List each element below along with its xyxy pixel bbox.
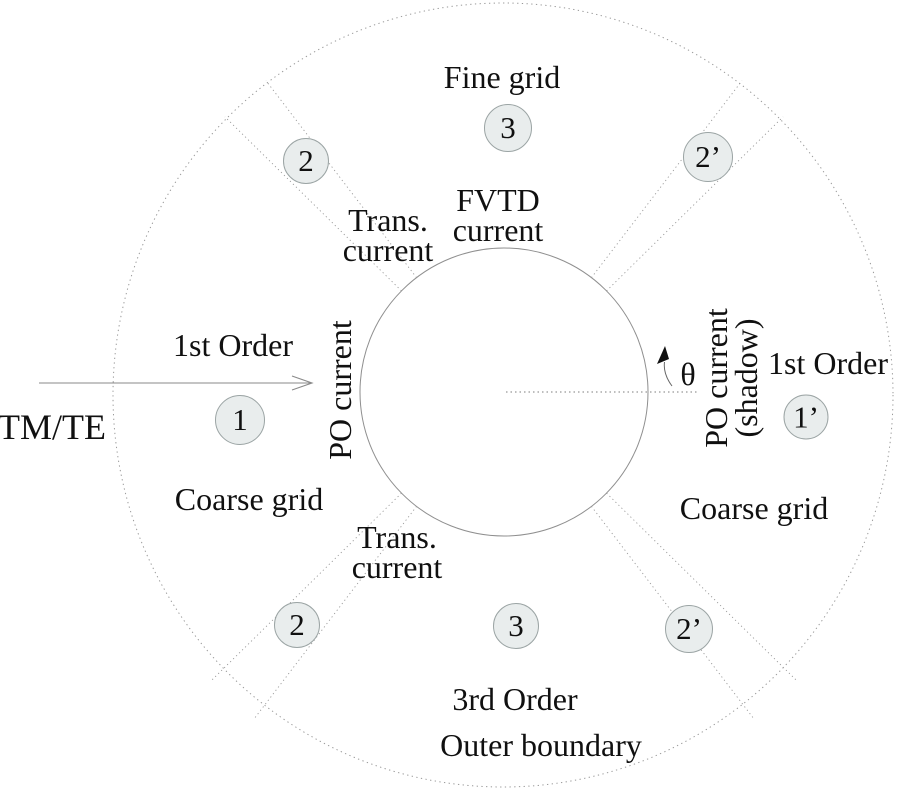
theta-label: θ [680,356,696,392]
region1-shadow-badge: 1’ [783,394,829,440]
wedge-line-upper-left-a [265,80,417,278]
trans-current-label-upper: Trans. current [342,202,434,268]
outer-boundary-circle [112,2,894,788]
wedge-line-lower-right-b [606,492,798,682]
region2-badge-lower-left: 2 [274,602,320,648]
trans-current-upper-line2: current [342,232,434,268]
po-current-shadow-label: PO current (shadow) [698,308,764,448]
theta-angle-arc [663,361,673,387]
fvtd-current-line1: FVTD [456,182,540,218]
first-order-label-left: 1st Order [173,327,293,363]
coarse-grid-label-left: Coarse grid [174,481,324,517]
wedge-line-upper-right-b [606,116,784,292]
trans-current-lower-line2: current [351,549,443,585]
incident-wave-arrowhead [291,375,314,391]
region3-badge-bottom: 3 [493,603,539,649]
fvtd-current-line2: current [452,212,544,248]
inner-interface-circle [359,247,649,537]
po-current-shadow-line1: PO current [698,308,734,448]
po-current-shadow-line2: (shadow) [728,318,764,438]
fvtd-current-label: FVTD current [452,182,544,248]
region2-badge-upper-left: 2 [283,138,329,184]
fine-grid-label: Fine grid [443,59,561,95]
wedge-line-upper-right-a [591,80,743,278]
wedge-line-lower-left-a [253,506,417,720]
trans-current-label-lower: Trans. current [351,519,443,585]
third-order-label: 3rd Order [452,681,578,717]
trans-current-lower-line1: Trans. [357,519,437,555]
region2-shadow-badge-lower-right: 2’ [665,605,713,653]
trans-current-upper-line1: Trans. [348,202,428,238]
coarse-grid-label-right: Coarse grid [679,490,829,526]
region3-badge-top: 3 [484,104,532,152]
first-order-label-right: 1st Order [768,345,888,381]
tm-te-label: TM/TE [0,407,106,447]
wedge-line-lower-right-a [591,506,755,720]
region2-shadow-badge-upper-right: 2’ [683,132,733,182]
wedge-line-lower-left-b [210,492,402,682]
region1-badge: 1 [215,395,265,445]
po-current-label-left: PO current [322,320,358,460]
theta-arrowhead-icon [657,346,669,364]
wedge-line-upper-left-b [224,116,402,292]
outer-boundary-label: Outer boundary [440,727,642,763]
